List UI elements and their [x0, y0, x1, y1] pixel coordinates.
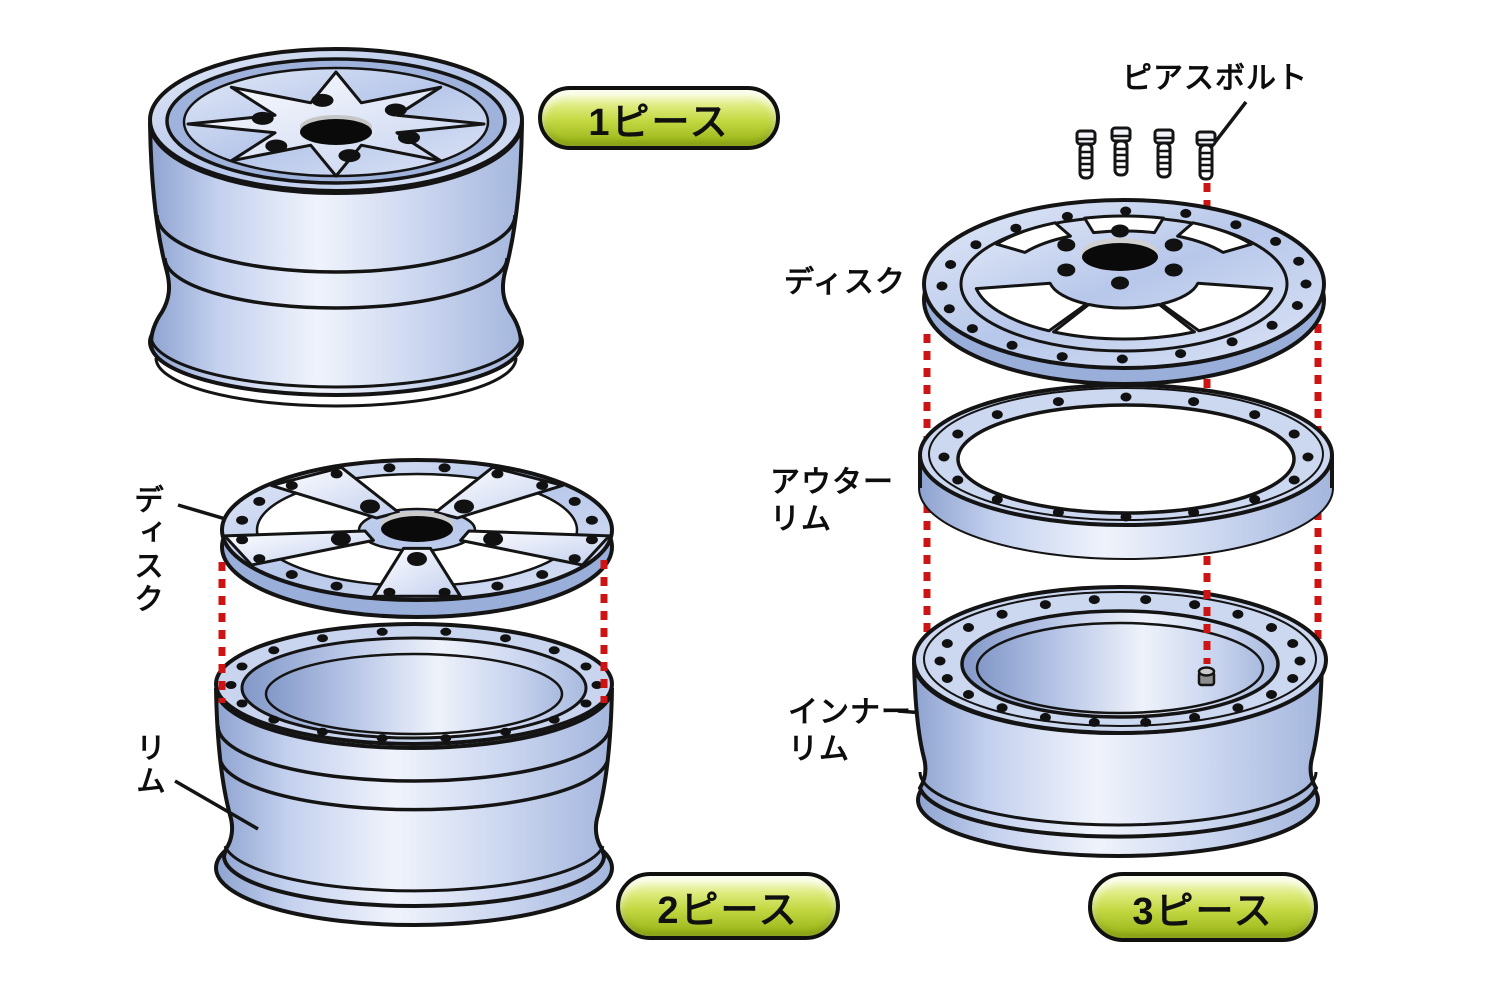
barrel-lip-line: [223, 845, 605, 893]
two-piece-disc: [220, 458, 614, 619]
center-bore: [1082, 243, 1158, 271]
barrel-lip-line: [149, 335, 523, 389]
three-piece-disc: [922, 198, 1326, 386]
barrel-contour-line: [219, 761, 609, 812]
outer-rim-wall: [920, 455, 1332, 558]
three-piece-outer-rim: [918, 383, 1334, 560]
inner-rim-bolt-holes: [934, 595, 1306, 727]
pierce-bolt: [1110, 126, 1132, 177]
barrel-contour-line: [216, 725, 612, 783]
center-bore: [381, 516, 453, 542]
outer-rim-label: アウター リム: [770, 464, 894, 538]
badge-two-piece: 2ピース: [616, 872, 840, 940]
disc-bolt-holes: [236, 463, 598, 597]
disc-windows: [974, 214, 1274, 341]
inner-rim-label-line2: リム: [788, 733, 850, 766]
barrel-lip-line: [154, 357, 518, 408]
rim-flange-bolt-holes: [225, 627, 603, 743]
disc-bolt-holes: [936, 206, 1312, 364]
center-bore: [300, 119, 372, 145]
outer-rim-opening: [956, 403, 1296, 515]
two-piece-rim-inner-wall: [264, 652, 564, 736]
pierce-bolt-inserted: [1197, 666, 1216, 687]
outer-rim-label-line2: リム: [770, 503, 832, 536]
outer-rim-label-line1: アウター: [770, 466, 894, 499]
lug-holes: [1057, 224, 1183, 290]
disc-label-three-piece: ディスク: [784, 266, 906, 299]
rim-label-two-piece: リム: [131, 732, 164, 798]
badge-three-piece: 3ピース: [1088, 872, 1318, 942]
lug-holes: [251, 93, 420, 163]
two-piece-rim: [214, 622, 614, 927]
inner-rim-ring-line: [923, 591, 1317, 727]
inner-rim-inner-wall: [975, 621, 1265, 715]
pierce-bolt: [1195, 130, 1217, 181]
guide-lines-two-piece: [218, 560, 608, 703]
lug-holes: [330, 499, 504, 566]
rim-pointer-line: [174, 779, 259, 831]
barrel-lip-line: [918, 771, 1318, 827]
pierce-bolt: [1153, 128, 1175, 179]
disc-label-two-piece: ディスク: [129, 484, 162, 616]
pierce-bolts: [1075, 126, 1217, 181]
outer-rim-bolt-holes: [938, 392, 1314, 522]
inner-rim-label-line1: インナー: [788, 696, 912, 729]
pierce-bolt-label: ピアスボルト: [1122, 62, 1308, 95]
one-piece-wheel: [148, 47, 524, 408]
three-piece-inner-rim: [912, 585, 1328, 858]
inner-rim-label: インナー リム: [788, 694, 912, 768]
barrel-contour-line: [155, 214, 517, 274]
badge-one-piece: 1ピース: [538, 86, 780, 150]
pierce-bolt: [1075, 129, 1097, 180]
barrel-contour-line: [163, 257, 509, 310]
